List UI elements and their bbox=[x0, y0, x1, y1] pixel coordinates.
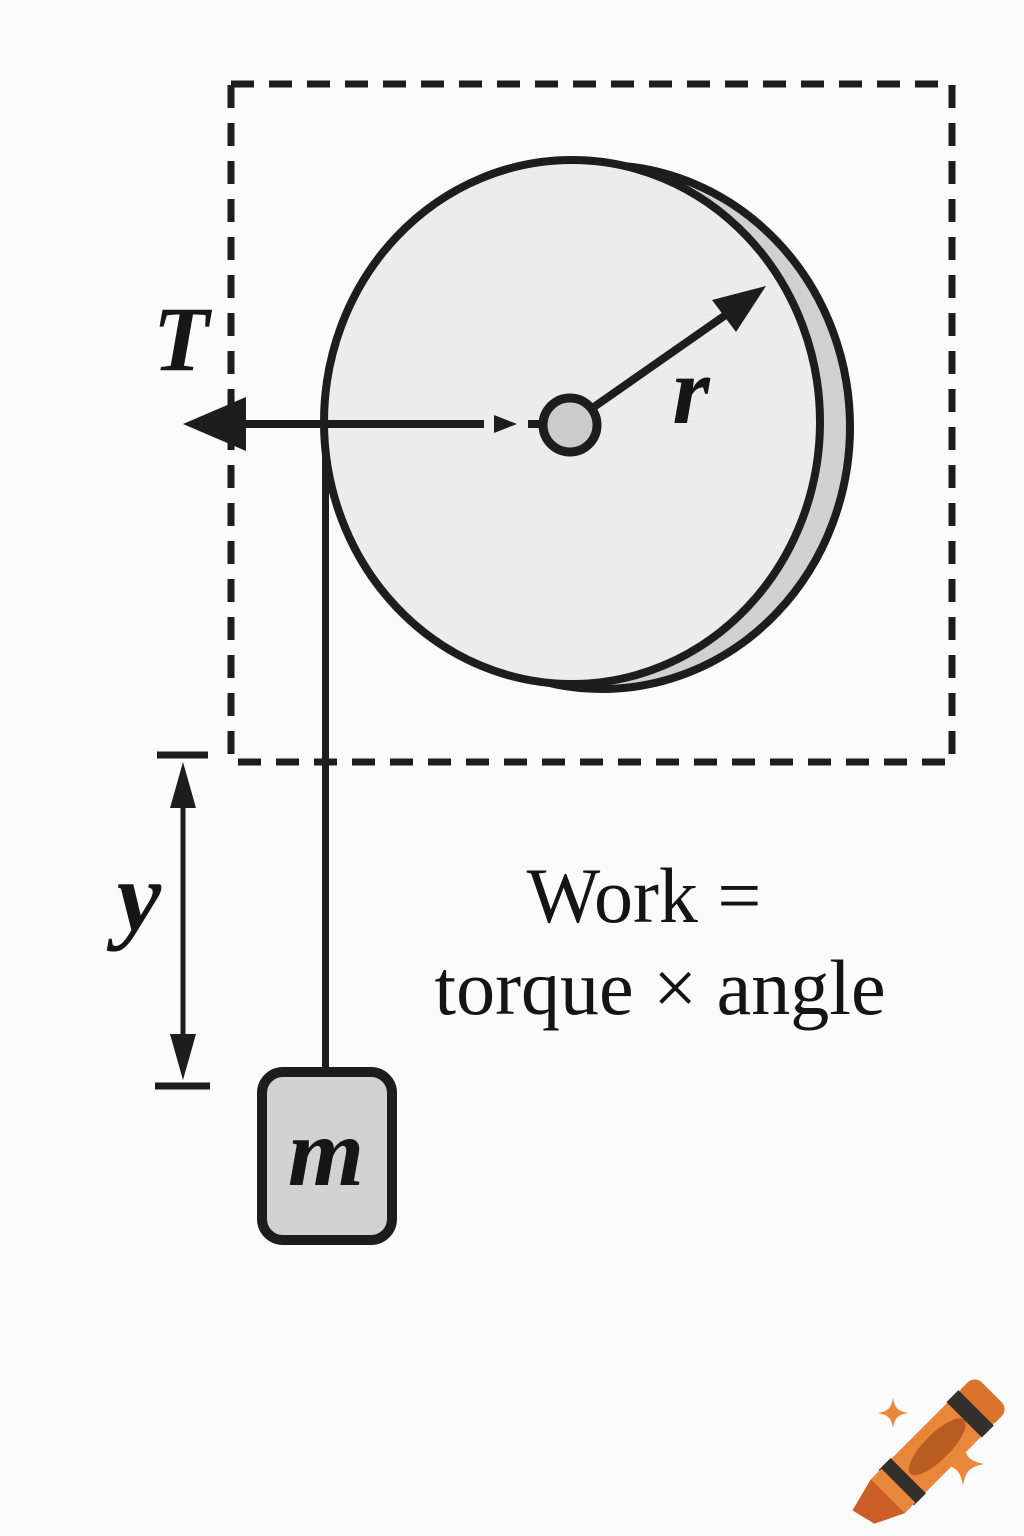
mass-label: m bbox=[288, 1099, 364, 1207]
y-down-arrowhead-icon bbox=[170, 1034, 196, 1080]
tension-arrowhead-icon bbox=[183, 397, 246, 451]
crayon-stripe-top bbox=[946, 1390, 994, 1438]
sparkle-large-icon bbox=[941, 1442, 985, 1486]
dashed-boundary-box bbox=[227, 80, 956, 766]
radius-arrow-shaft bbox=[588, 310, 730, 413]
center-arrowhead-icon bbox=[494, 415, 517, 433]
radius-label: r bbox=[672, 337, 711, 444]
crayon-tip bbox=[852, 1479, 905, 1524]
equation-line-1: Work = bbox=[527, 852, 762, 939]
crayon-cap bbox=[959, 1379, 1005, 1425]
crayon-lower-body bbox=[870, 1468, 916, 1514]
height-label: y bbox=[106, 841, 162, 952]
crayon-stripe-bottom bbox=[878, 1458, 926, 1506]
pulley-axle bbox=[538, 393, 602, 457]
crayon-emoji-icon bbox=[852, 1379, 1005, 1524]
y-up-arrowhead-icon bbox=[170, 762, 196, 808]
radius-arrowhead-icon bbox=[712, 286, 766, 332]
equation-line-2: torque × angle bbox=[434, 944, 885, 1031]
tension-label: T bbox=[153, 288, 213, 390]
mass-block bbox=[257, 1067, 397, 1245]
sparkle-small-icon bbox=[877, 1397, 909, 1429]
crayon-label-oval bbox=[908, 1418, 966, 1476]
